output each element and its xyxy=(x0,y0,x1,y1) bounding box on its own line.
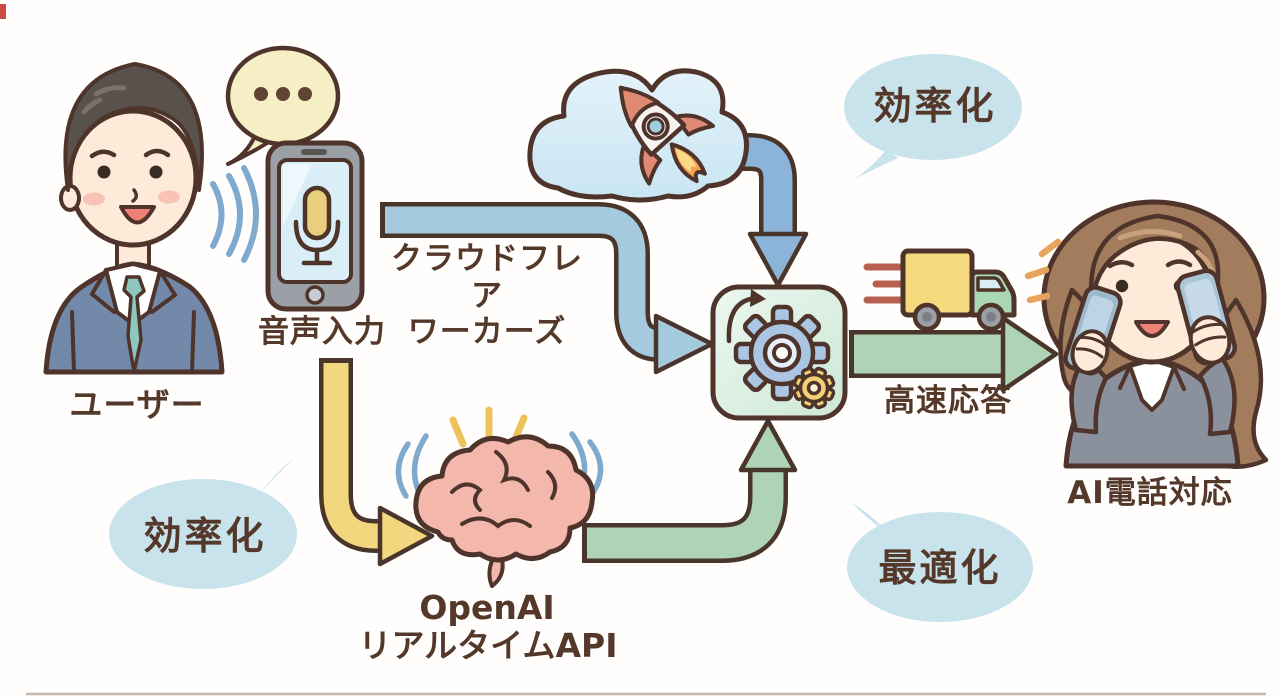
arrow-cloud-to-processor xyxy=(688,133,809,288)
arrow-voice-to-openai xyxy=(319,358,435,567)
processor-box xyxy=(710,284,848,421)
corner-artifact xyxy=(0,4,6,19)
label-optimization: 最適化 xyxy=(878,546,1002,590)
label-cloudflare-line2: ワーカーズ xyxy=(407,314,567,351)
label-openai-line1: OpenAI xyxy=(419,588,555,627)
label-efficiency-bottom: 効率化 xyxy=(143,514,267,558)
arrow-voice-to-workers xyxy=(380,202,715,375)
label-fast-response: 高速応答 xyxy=(884,383,1012,419)
arrow-openai-to-processor xyxy=(582,418,798,563)
agent-character xyxy=(1041,199,1269,469)
efficiency-bubble-top xyxy=(844,54,1022,182)
label-cloudflare-line1: クラウドフレア xyxy=(391,241,583,314)
brain-icon xyxy=(413,434,596,588)
arrow-processor-to-agent xyxy=(849,315,1059,393)
label-ai-phone-support: AI電話対応 xyxy=(1067,475,1233,511)
rocket-icon xyxy=(618,85,716,186)
delivery-truck-icon xyxy=(900,248,1017,332)
smartphone-icon xyxy=(265,140,365,312)
sparkle-icon xyxy=(1024,238,1062,304)
user-character xyxy=(43,62,225,375)
label-cloudflare-workers: クラウドフレア ワーカーズ xyxy=(378,241,596,351)
label-user: ユーザー xyxy=(69,385,205,424)
label-efficiency-top: 効率化 xyxy=(873,84,997,128)
gear-small-icon xyxy=(792,366,836,410)
efficiency-bubble-bottom xyxy=(109,458,297,589)
label-voice-input: 音声入力 xyxy=(258,314,386,350)
optimization-bubble xyxy=(847,502,1033,622)
refresh-arrow-icon xyxy=(726,289,766,344)
label-openai-line2: リアルタイムAPI xyxy=(358,626,618,665)
sound-waves-icon xyxy=(210,165,259,263)
mic-icon xyxy=(293,185,341,266)
user-speech-bubble-icon xyxy=(225,45,341,166)
